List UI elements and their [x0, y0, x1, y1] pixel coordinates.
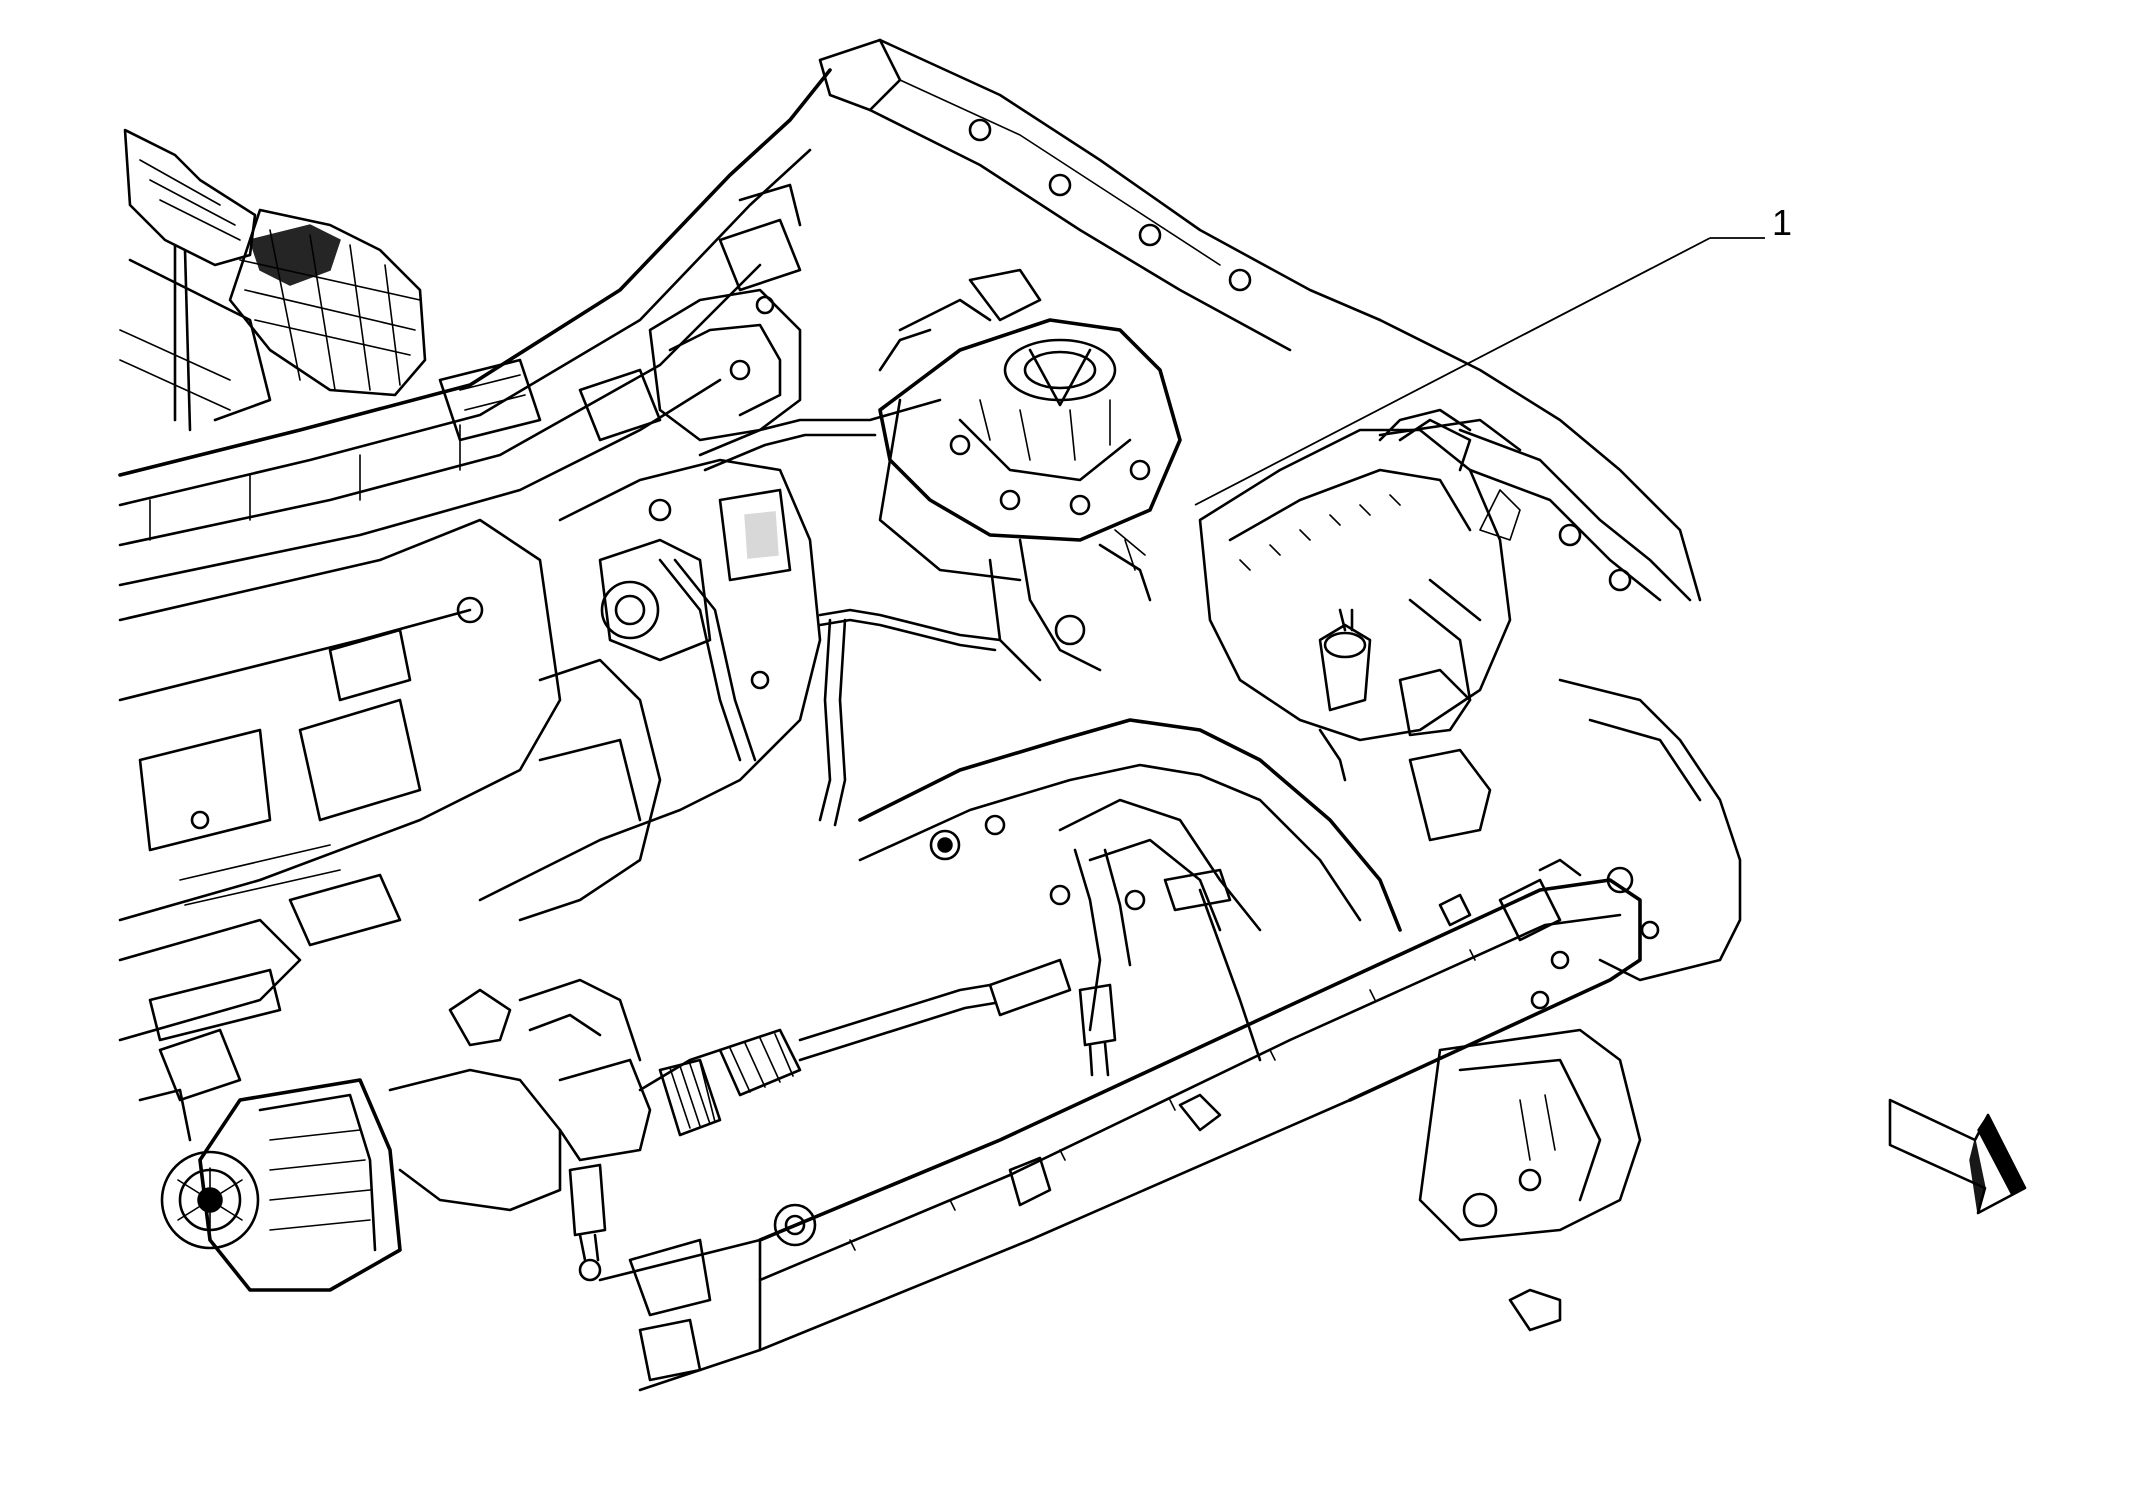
firewall-details	[438, 183, 1042, 442]
right-fender-apron	[1198, 408, 1692, 842]
centre-bulkhead	[478, 458, 822, 922]
front-direction-arrow-icon	[1888, 1098, 2027, 1215]
callout-1-label: 1	[1772, 202, 1793, 243]
cowl-cross-member	[118, 38, 1382, 587]
front-cross-member	[598, 858, 1642, 1392]
steering-column-bracket	[119, 128, 427, 432]
strut-tower	[878, 318, 1182, 682]
suspension-cradle	[858, 718, 1402, 1077]
left-dash-panel	[118, 518, 562, 1042]
wire-harness	[658, 398, 1002, 827]
callout-1-leader	[1194, 237, 1765, 506]
radiator-support	[1378, 318, 1742, 1332]
steering-gear	[138, 958, 1072, 1292]
